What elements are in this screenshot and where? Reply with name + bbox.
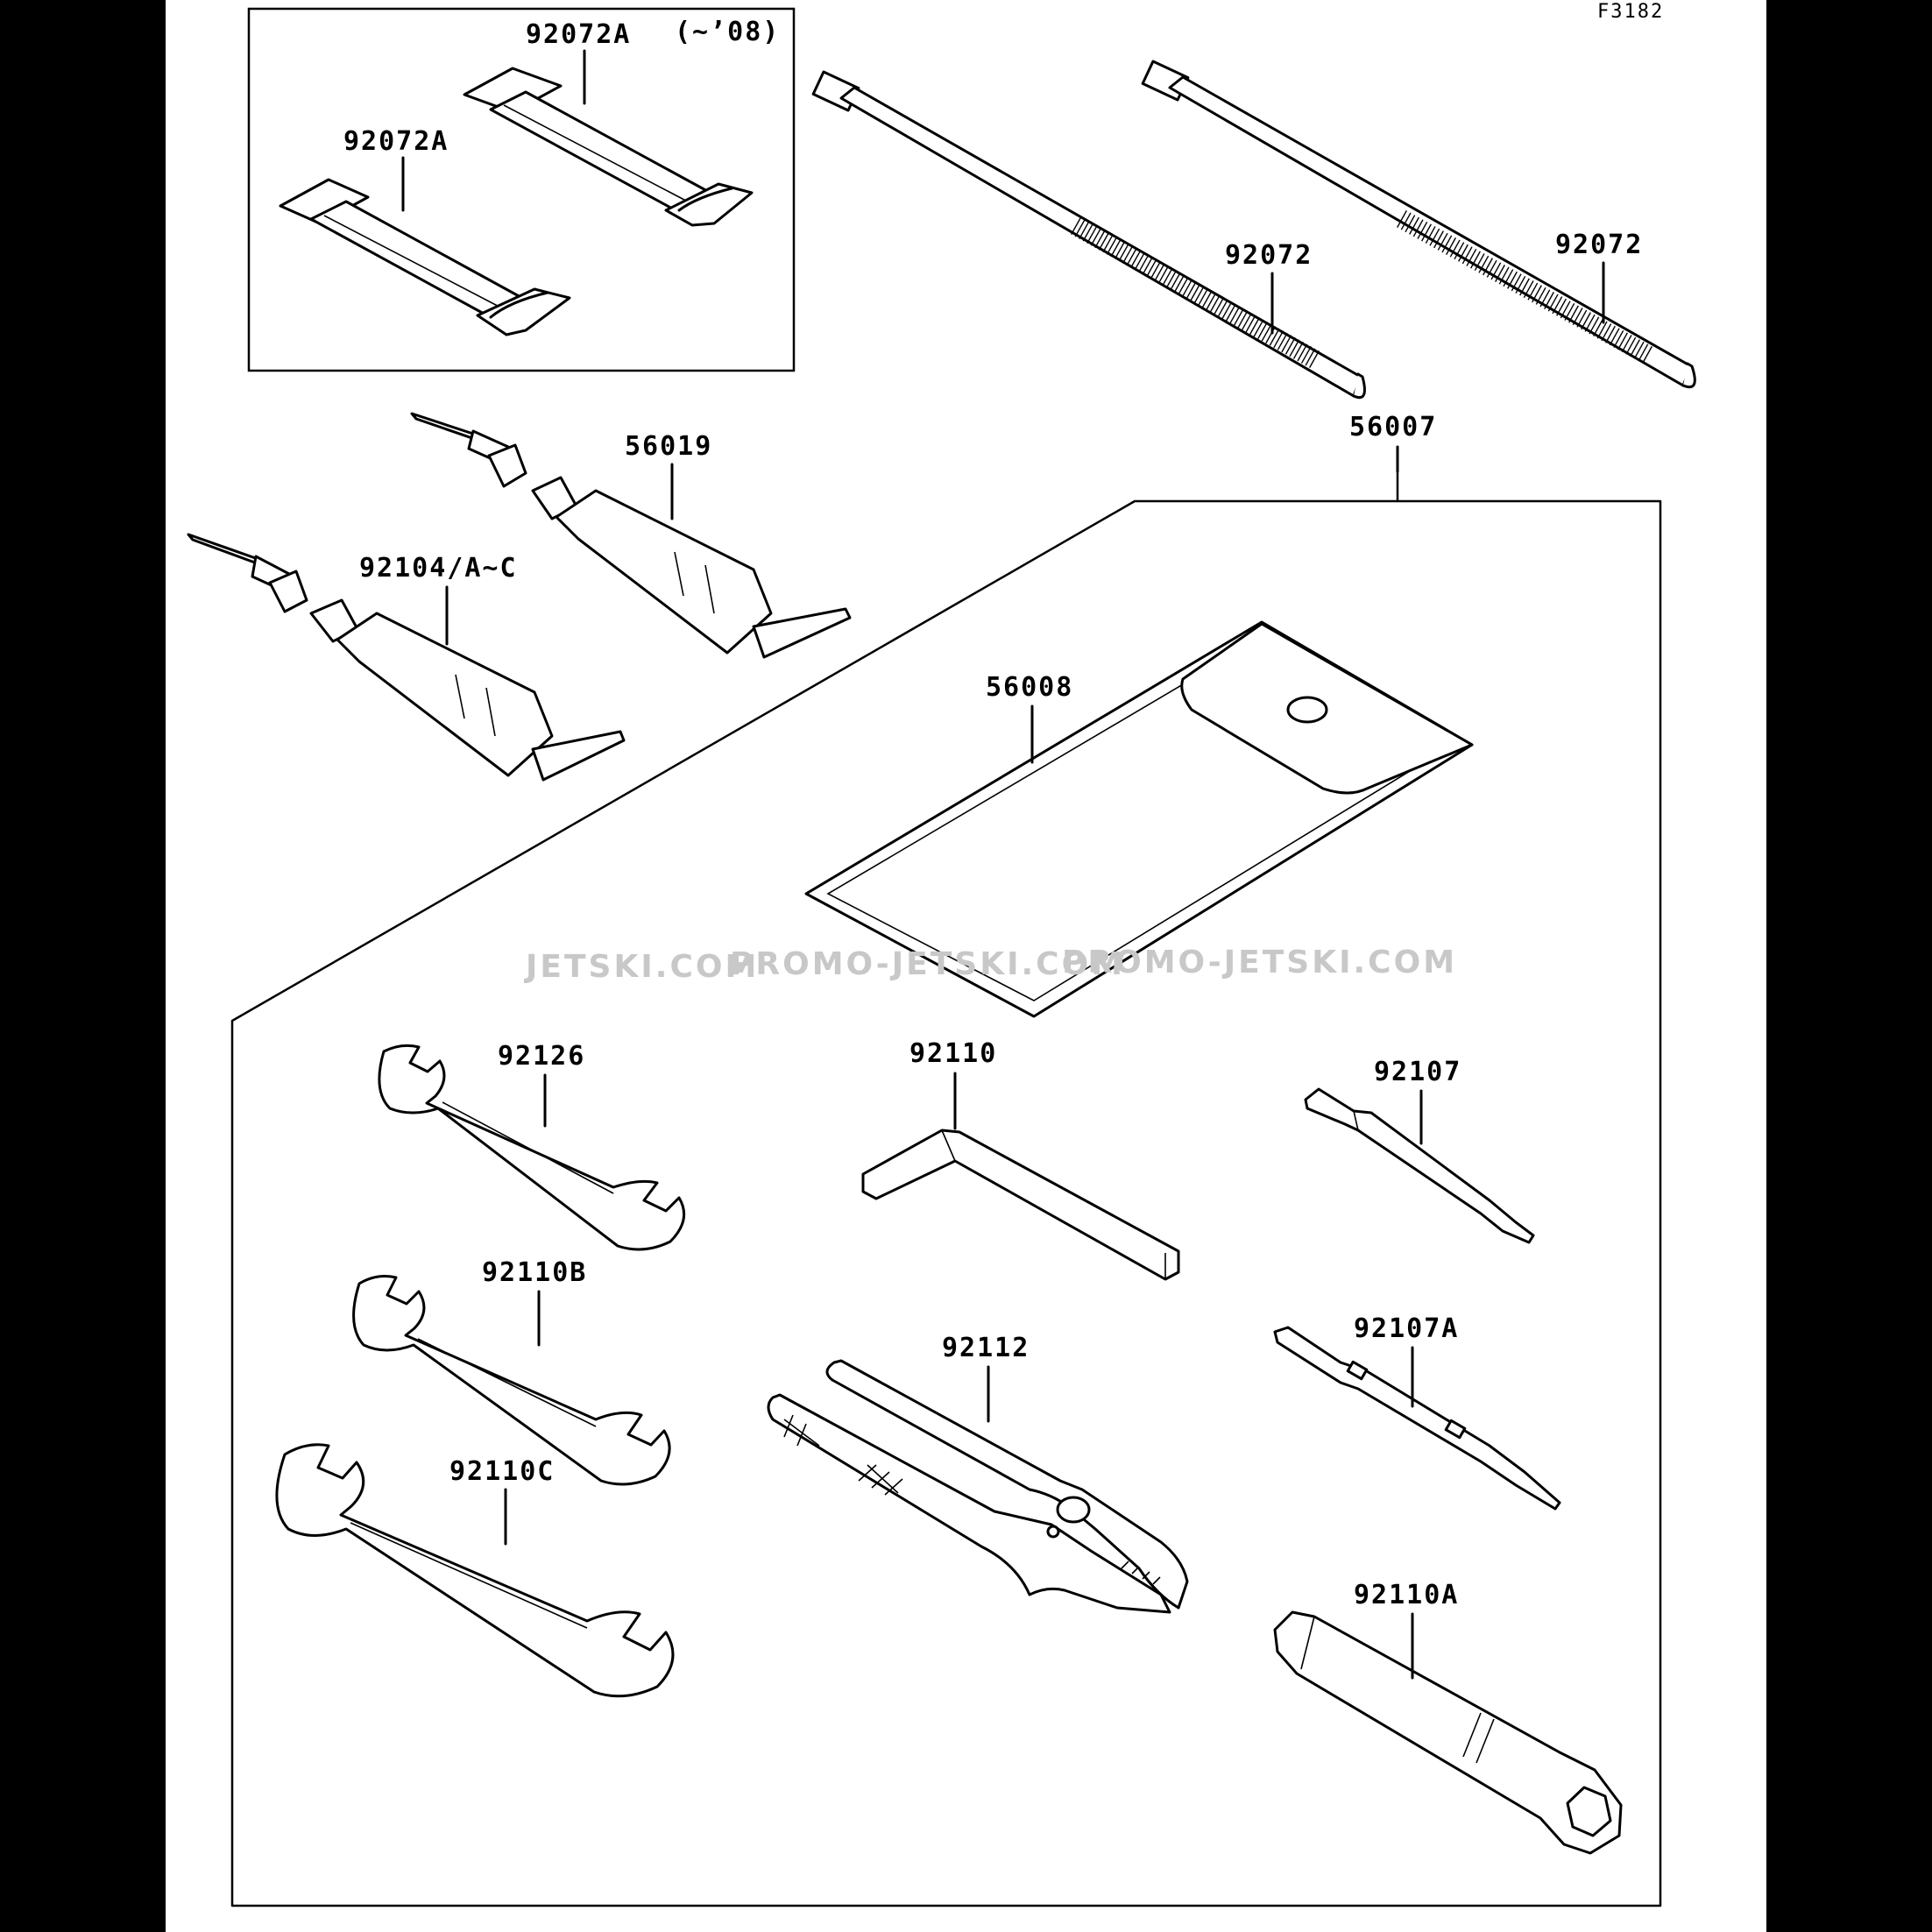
- plug-wrench: 92110A: [1273, 1580, 1623, 1855]
- wrench-2-label: 92110B: [482, 1257, 587, 1288]
- screwdriver-2-label: 92107A: [1354, 1313, 1459, 1344]
- hex-key: 92110: [861, 1038, 1180, 1281]
- band-right-label: 92072: [1555, 230, 1643, 260]
- grease-upper-label: 56019: [625, 431, 712, 462]
- wrench-3-label: 92110C: [449, 1456, 555, 1487]
- wrench-3: 92110C: [275, 1443, 675, 1698]
- watermark-1: JETSKI.COM: [523, 949, 759, 985]
- screwdriver-1: 92107: [1304, 1057, 1535, 1244]
- band-left: 92072: [811, 70, 1366, 400]
- watermark-3: PROMO-JETSKI.COM: [1062, 945, 1457, 980]
- parts-diagram: F3182 92072A (~’08) 92072A 9207: [187, 1, 1696, 1907]
- battery-strap-upper: [463, 67, 754, 227]
- band-right-teeth: [1397, 210, 1652, 364]
- tool-bag-label: 56008: [986, 672, 1073, 703]
- hex-key-label: 92110: [909, 1038, 997, 1069]
- parts-diagram-sheet: F3182 92072A (~’08) 92072A 9207: [166, 0, 1766, 1932]
- screwdriver-2: 92107A: [1273, 1313, 1561, 1511]
- screwdriver-1-label: 92107: [1374, 1057, 1461, 1087]
- wrench-1: 92126: [378, 1041, 686, 1251]
- band-left-label: 92072: [1225, 240, 1313, 271]
- band-right: 92072: [1141, 60, 1696, 389]
- tool-kit-label: 56007: [1349, 412, 1437, 442]
- pliers: 92112: [767, 1333, 1189, 1614]
- watermark-2: PROMO-JETSKI.COM: [730, 946, 1125, 982]
- strap-inset: 92072A (~’08) 92072A: [247, 7, 796, 372]
- band-left-teeth: [1071, 217, 1320, 368]
- wrench-2: 92110B: [352, 1257, 671, 1486]
- wrench-1-label: 92126: [498, 1041, 585, 1072]
- strap-label-upper: 92072A: [526, 19, 631, 50]
- strap-label-lower: 92072A: [343, 126, 449, 157]
- grease-tube-upper: 56019: [410, 412, 852, 659]
- battery-strap-lower: [279, 178, 571, 336]
- tool-bag: 56008: [804, 620, 1474, 1018]
- strap-year-note: (~’08): [675, 17, 780, 47]
- watermark: JETSKI.COM PROMO-JETSKI.COM PROMO-JETSKI…: [523, 945, 1457, 985]
- tool-kit-group: 56007: [230, 412, 1662, 1907]
- grease-lower-label: 92104/A~C: [359, 553, 518, 584]
- figure-code: F3182: [1597, 1, 1664, 23]
- pliers-label: 92112: [942, 1333, 1030, 1363]
- plug-wrench-label: 92110A: [1354, 1580, 1459, 1610]
- grease-tube-lower: 92104/A~C: [187, 533, 626, 782]
